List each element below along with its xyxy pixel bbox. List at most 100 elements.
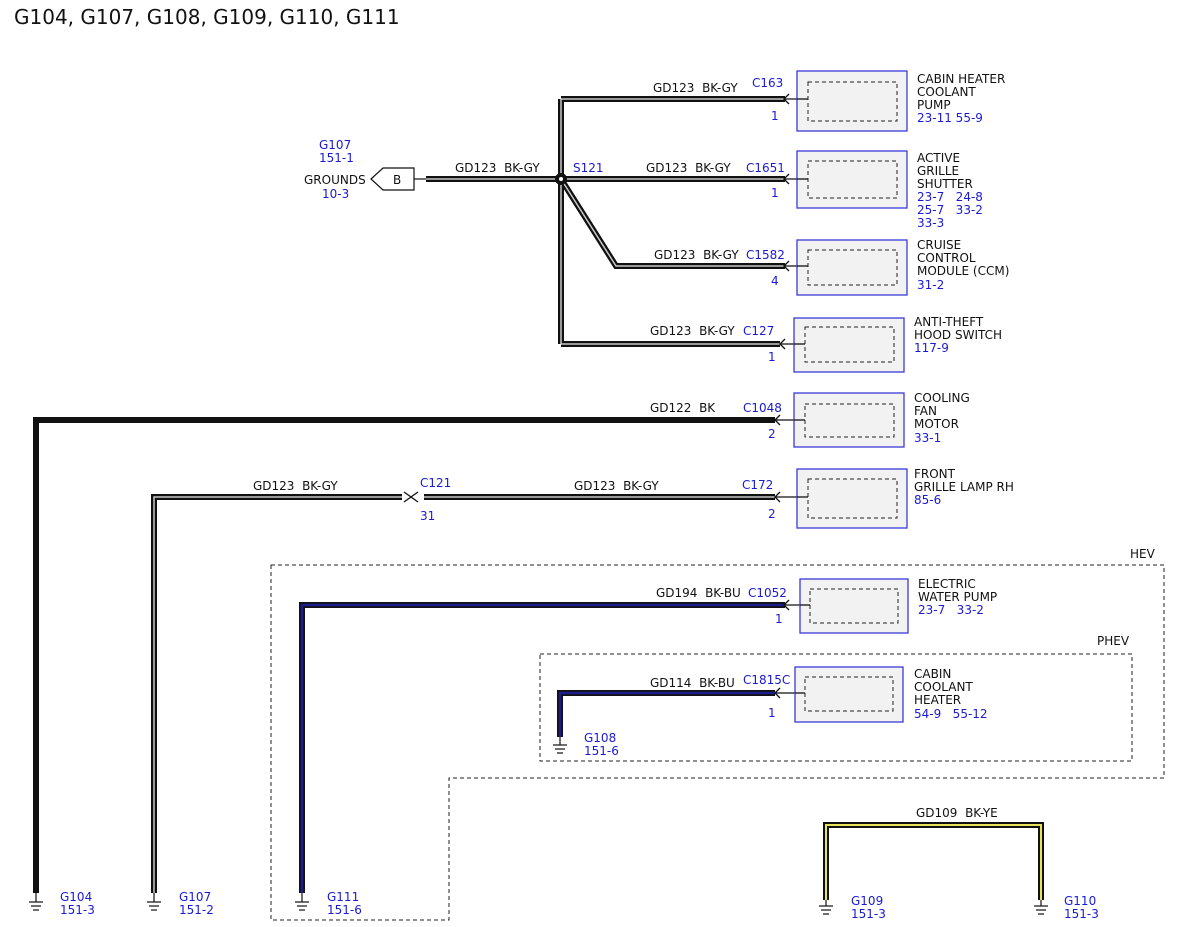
ground-g111-id: G111 [327, 890, 359, 904]
wire-gd194-c1052 [299, 602, 785, 893]
component-cabin-coolant-heater-name-3: HEATER [914, 693, 961, 707]
page-title: G104, G107, G108, G109, G110, G111 [14, 5, 400, 29]
connector-c163-pin-symbol [783, 93, 797, 105]
wire-label-c1582: GD123 BK-GY [654, 248, 739, 262]
component-cruise-control-module [796, 239, 908, 296]
connector-c127-pin-symbol [779, 338, 794, 350]
component-electric-water-pump [799, 578, 909, 634]
ground-g108-id: G108 [584, 731, 616, 745]
component-active-grille-name-3: SHUTTER [917, 177, 973, 191]
wire-label-c121-right: GD123 BK-GY [574, 479, 659, 493]
component-front-grille-lamp-rh [796, 468, 908, 529]
connector-c172-id: C172 [742, 478, 773, 492]
component-cabin-coolant-heater-name-1: CABIN [914, 667, 951, 681]
wire-label-c1048: GD122 BK [650, 401, 716, 415]
hev-zone-border [270, 564, 1165, 921]
connector-c121-symbol [403, 491, 419, 503]
connector-c1651-pin-symbol [783, 173, 797, 185]
component-front-grille-lamp-name-2: GRILLE LAMP RH [914, 480, 1014, 494]
splice-s121-dot [559, 177, 563, 181]
component-active-grille-ref-3: 33-3 [917, 216, 944, 230]
wire-label-c163: GD123 BK-GY [653, 81, 738, 95]
component-cruise-control-name-3: MODULE (CCM) [917, 264, 1009, 278]
component-anti-theft-ref: 117-9 [914, 341, 949, 355]
connector-c1048-pin-symbol [774, 414, 794, 426]
component-cooling-fan-name-2: FAN [914, 404, 937, 418]
ground-g109-id: G109 [851, 894, 883, 908]
ground-g104-ref: 151-3 [60, 903, 95, 917]
component-front-grille-lamp-ref: 85-6 [914, 493, 941, 507]
ground-g110-ref: 151-3 [1064, 907, 1099, 921]
ground-g107-id: G107 [179, 890, 211, 904]
connector-c172-pin-symbol [774, 491, 797, 503]
component-electric-water-pump-name-2: WATER PUMP [918, 590, 997, 604]
connector-c163-pin: 1 [771, 109, 779, 123]
ground-g107-symbol [147, 893, 161, 911]
ground-g104-id: G104 [60, 890, 92, 904]
ground-ref-grounds-page: 10-3 [322, 187, 349, 201]
connector-c172-pin: 2 [768, 507, 776, 521]
ground-g111-symbol [295, 893, 309, 911]
ground-g110-symbol [1034, 900, 1048, 915]
component-active-grille-name-2: GRILLE [917, 164, 959, 178]
component-cabin-coolant-heater [794, 666, 904, 723]
wire-label-c1651: GD123 BK-GY [646, 161, 731, 175]
component-cooling-fan-ref: 33-1 [914, 431, 941, 445]
ground-g108-ref: 151-6 [584, 744, 619, 758]
component-electric-water-pump-name-1: ELECTRIC [918, 577, 976, 591]
connector-c1651-id: C1651 [746, 161, 785, 175]
connector-c1815c-id: C1815C [743, 673, 790, 687]
ground-g111-ref: 151-6 [327, 903, 362, 917]
splice-s121-label: S121 [573, 161, 604, 175]
component-cruise-control-name-2: CONTROL [917, 251, 976, 265]
component-cabin-coolant-heater-ref: 54-9 55-12 [914, 707, 988, 721]
connector-c127-pin: 1 [768, 350, 776, 364]
phev-zone-border [539, 653, 1133, 762]
connector-c163-id: C163 [752, 76, 783, 90]
connector-c121-id: C121 [420, 476, 451, 490]
connector-c1052-pin-symbol [783, 599, 800, 611]
wire-gd123-c121-c172 [151, 494, 775, 893]
wire-label-c1052: GD194 BK-BU [656, 586, 741, 600]
component-electric-water-pump-ref: 23-7 33-2 [918, 603, 984, 617]
connector-c1048-pin: 2 [768, 427, 776, 441]
component-active-grille-ref-2: 25-7 33-2 [917, 203, 983, 217]
connector-c1582-pin: 4 [771, 274, 779, 288]
component-active-grille-ref-1: 23-7 24-8 [917, 190, 983, 204]
connector-c1048-id: C1048 [743, 401, 782, 415]
hev-zone-label: HEV [1130, 547, 1156, 561]
ground-ref-page: 151-1 [319, 151, 354, 165]
ground-g104-symbol [29, 893, 43, 911]
ground-g109-symbol [819, 900, 833, 915]
wire-label-c121-left: GD123 BK-GY [253, 479, 338, 493]
wire-label-c1815c: GD114 BK-BU [650, 676, 735, 690]
component-cabin-heater-pump-name-1: CABIN HEATER [917, 72, 1005, 86]
wire-gd109-g109-g110 [823, 822, 1044, 900]
component-anti-theft-name-2: HOOD SWITCH [914, 328, 1002, 342]
component-anti-theft-name-1: ANTI-THEFT [914, 315, 984, 329]
component-cabin-heater-pump-name-3: PUMP [917, 98, 951, 112]
wire-label-c127: GD123 BK-GY [650, 324, 735, 338]
component-cabin-heater-coolant-pump [796, 70, 908, 132]
component-cooling-fan-name-3: MOTOR [914, 417, 959, 431]
ground-ref-label: GROUNDS [304, 173, 366, 187]
component-active-grille-name-1: ACTIVE [917, 151, 960, 165]
connector-c1582-id: C1582 [746, 248, 785, 262]
component-cooling-fan-motor [793, 392, 905, 448]
wire-label-ref-splice: GD123 BK-GY [455, 161, 540, 175]
component-cabin-coolant-heater-name-2: COOLANT [914, 680, 973, 694]
wire-gd123-splice-tree [426, 96, 785, 347]
connector-c1052-pin: 1 [775, 612, 783, 626]
component-cabin-heater-pump-ref: 23-11 55-9 [917, 111, 983, 125]
component-anti-theft-hood-switch [793, 317, 905, 373]
ground-ref-id: G107 [319, 138, 351, 152]
connector-c121-pin: 31 [420, 509, 435, 523]
connector-c1815c-pin-symbol [774, 687, 795, 699]
component-cabin-heater-pump-name-2: COOLANT [917, 85, 976, 99]
connector-c1815c-pin: 1 [768, 706, 776, 720]
component-front-grille-lamp-name-1: FRONT [914, 467, 956, 481]
wire-gd114-c1815c [557, 690, 775, 737]
component-cooling-fan-name-1: COOLING [914, 391, 970, 405]
phev-zone-label: PHEV [1097, 634, 1130, 648]
